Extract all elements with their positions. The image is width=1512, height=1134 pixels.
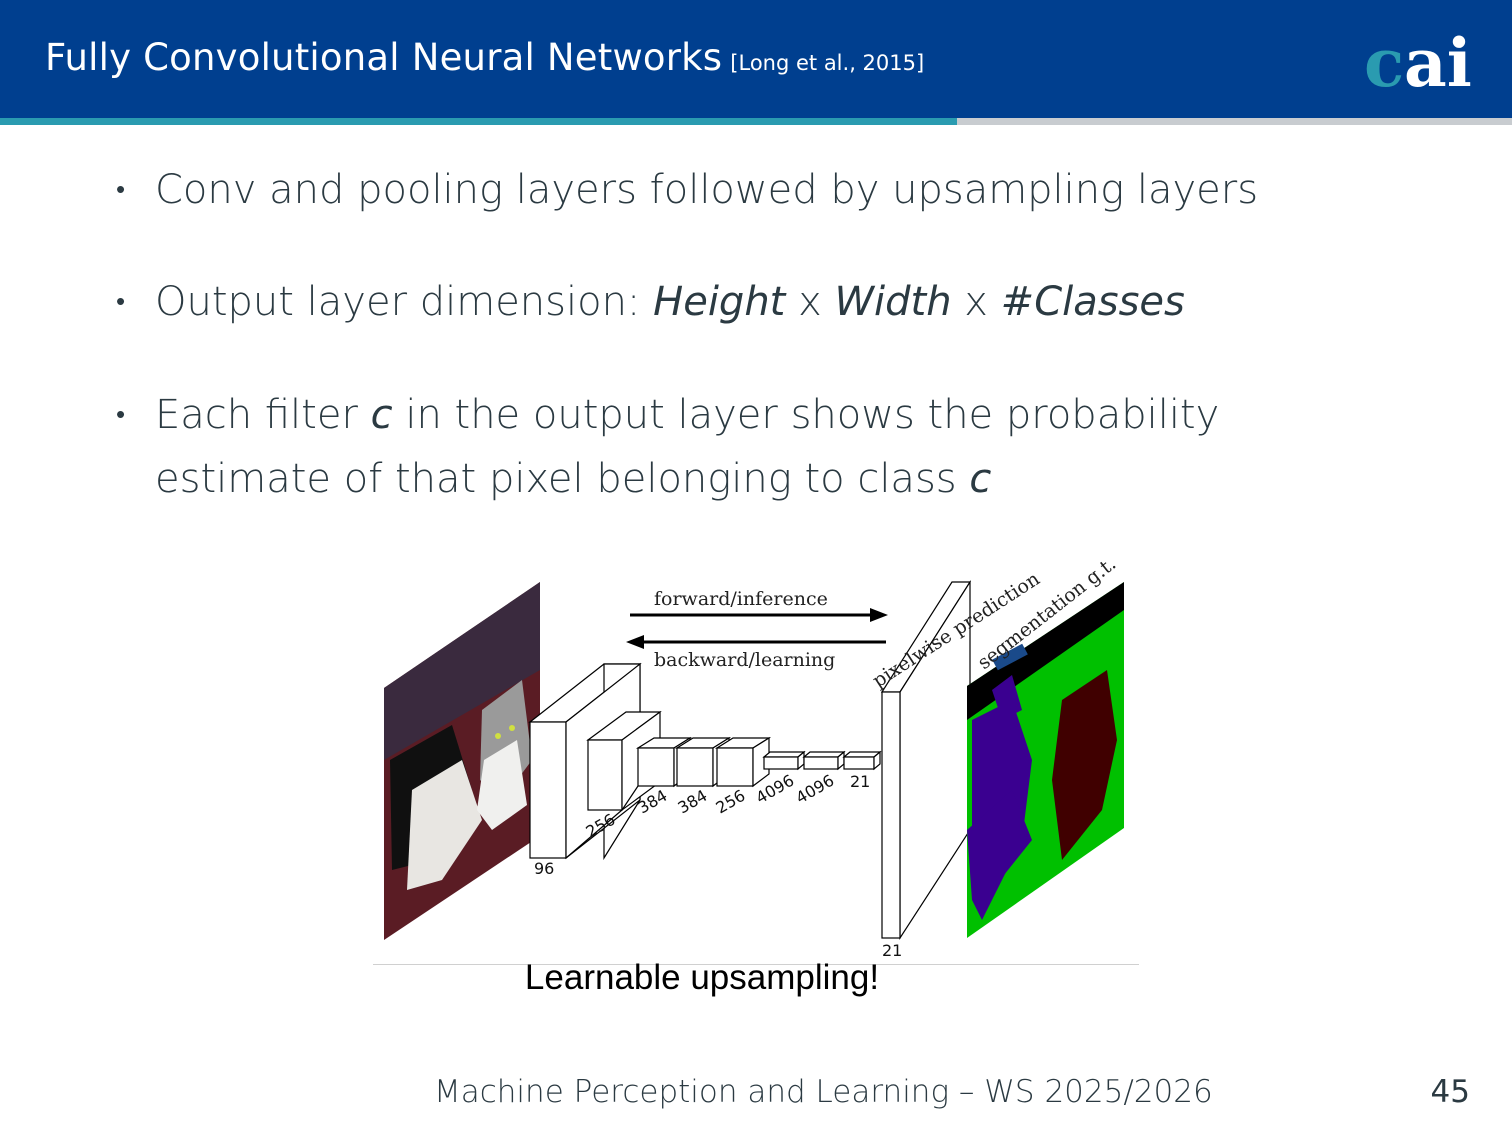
bullet-text-part: in the output layer shows the probabilit… — [392, 392, 1220, 438]
slide-header: Fully Convolutional Neural Networks [Long… — [0, 0, 1512, 118]
backward-label: backward/learning — [654, 649, 835, 671]
header-gray-line — [957, 118, 1512, 125]
svg-text:c: c — [1364, 24, 1404, 96]
svg-text:ai: ai — [1404, 24, 1472, 96]
bullet-text: Output layer dimension: Height x Width x… — [155, 270, 1355, 334]
figure-rule — [373, 964, 1139, 965]
title-citation: [Long et al., 2015] — [730, 51, 925, 75]
prediction-slab — [880, 579, 972, 941]
segmentation-gt — [967, 582, 1124, 938]
layer-label-96: 96 — [534, 859, 554, 878]
cai-logo: c ai — [1364, 24, 1472, 96]
width-term: Width — [834, 279, 952, 325]
bullet-text: Each filter c in the output layer shows … — [155, 383, 1355, 511]
bullet-dot: • — [116, 287, 126, 317]
times-sign: x — [951, 279, 1001, 325]
title-text: Fully Convolutional Neural Networks — [45, 36, 723, 79]
header-accent-line — [0, 118, 957, 125]
times-sign: x — [785, 279, 835, 325]
forward-label: forward/inference — [654, 588, 828, 610]
layer-label-256b: 256 — [713, 786, 749, 818]
input-image — [384, 582, 540, 940]
fcn-architecture-figure: forward/inference backward/learning pixe… — [384, 560, 1124, 960]
arrow-backward — [626, 635, 886, 649]
layer-label-4096b: 4096 — [793, 771, 838, 808]
slide-title: Fully Convolutional Neural Networks [Long… — [45, 36, 924, 79]
class-var: c — [969, 456, 992, 502]
bullet-prefix: Output layer dimension: — [155, 279, 654, 325]
figure-caption: Learnable upsampling! — [524, 958, 880, 997]
bullet-dot: • — [116, 400, 126, 430]
conv-layers — [528, 662, 882, 861]
bullet-text: Conv and pooling layers followed by upsa… — [155, 167, 1259, 213]
layer-label-384b: 384 — [675, 786, 711, 818]
page-number: 45 — [1430, 1074, 1470, 1110]
class-var: c — [370, 392, 393, 438]
height-term: Height — [653, 279, 786, 325]
footer-course: Machine Perception and Learning – WS 202… — [434, 1074, 1213, 1110]
bullet-dot: • — [116, 175, 126, 205]
arrow-forward — [630, 608, 888, 622]
layer-label-21: 21 — [850, 772, 870, 791]
classes-term: #Classes — [1000, 279, 1185, 325]
bullet-text-part: estimate of that pixel belonging to clas… — [155, 456, 970, 502]
output-label-21: 21 — [882, 941, 902, 960]
bullet-text-part: Each filter — [155, 392, 371, 438]
